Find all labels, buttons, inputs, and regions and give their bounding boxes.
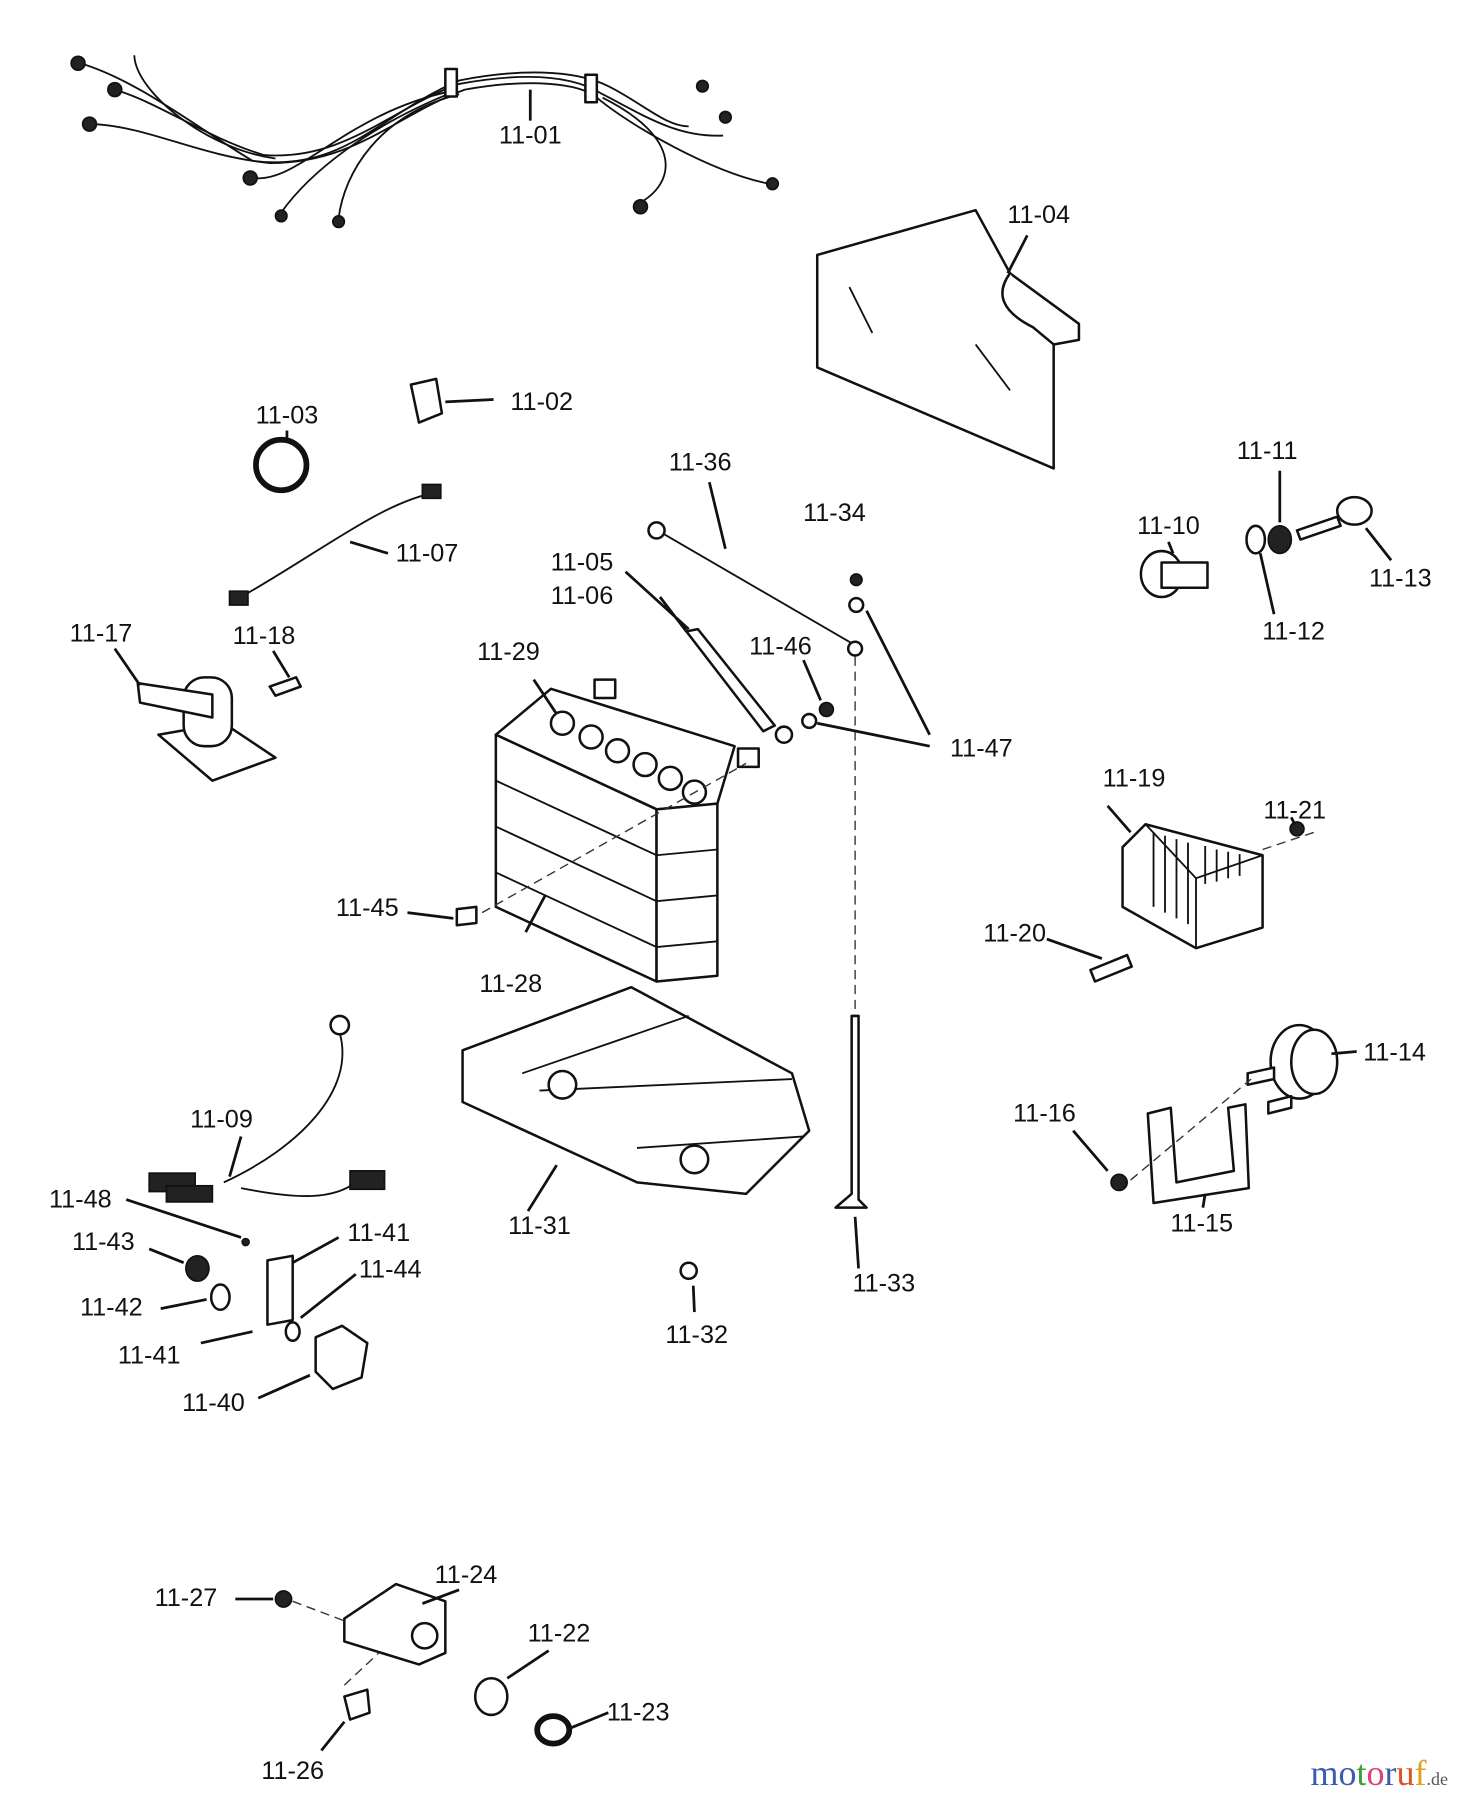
part-label: 11-03 <box>256 402 319 430</box>
terminal-nut <box>801 659 835 730</box>
part-label: 11-43 <box>72 1228 135 1256</box>
part-label: 11-16 <box>1013 1100 1076 1128</box>
part-label: 11-17 <box>70 620 133 648</box>
part-label: 11-27 <box>155 1584 218 1612</box>
part-label: 11-41 <box>347 1219 410 1247</box>
battery-cable <box>624 570 794 745</box>
part-label: 11-26 <box>261 1757 324 1785</box>
watermark-logo: motoruf.de <box>1310 1753 1448 1793</box>
part-label: 11-01 <box>499 122 562 150</box>
part-label: 11-28 <box>479 970 542 998</box>
battery <box>407 678 760 983</box>
part-label: 11-14 <box>1363 1039 1426 1067</box>
part-label: 11-46 <box>749 632 812 660</box>
part-label: 11-21 <box>1263 797 1326 825</box>
solenoid <box>113 647 302 782</box>
wiring-harness <box>70 55 780 229</box>
ground-cable <box>228 483 442 606</box>
part-label: 11-22 <box>528 1619 591 1647</box>
part-label: 11-13 <box>1369 565 1432 593</box>
part-label: 11-10 <box>1137 512 1200 540</box>
nut <box>679 1261 698 1313</box>
callout-labels: 11-01 11-04 11-02 11-03 11-36 11-34 11-11 11-10… <box>49 122 1432 1786</box>
part-label: 11-47 <box>950 735 1013 763</box>
switch-wiring <box>125 1014 386 1400</box>
part-label: 11-18 <box>233 622 296 650</box>
part-label: 11-23 <box>607 1699 670 1727</box>
part-label: 11-11 <box>1237 437 1298 465</box>
part-label: 11-15 <box>1170 1210 1233 1238</box>
part-label: 11-20 <box>983 919 1046 947</box>
part-label: 11-33 <box>852 1269 915 1297</box>
battery-tray <box>461 985 811 1212</box>
part-label: 11-12 <box>1262 617 1325 645</box>
part-label: 11-24 <box>435 1561 498 1589</box>
part-label: 11-06 <box>551 582 614 610</box>
part-label: 11-41 <box>118 1342 181 1370</box>
part-label: 11-29 <box>477 638 540 666</box>
clamp <box>253 430 310 494</box>
part-label: 11-32 <box>665 1321 728 1349</box>
gauge <box>1072 1023 1357 1208</box>
part-label: 11-44 <box>359 1256 422 1284</box>
part-label: 11-34 <box>803 499 866 527</box>
part-label: 11-36 <box>669 449 732 477</box>
nut-washer <box>816 573 931 748</box>
part-label: 11-40 <box>182 1389 245 1417</box>
bracket-assembly <box>235 1582 609 1752</box>
clip <box>409 377 494 424</box>
part-label: 11-45 <box>336 894 399 922</box>
part-label: 11-09 <box>190 1105 253 1133</box>
ignition-switch <box>1139 470 1393 615</box>
part-label: 11-48 <box>49 1186 112 1214</box>
part-label: 11-31 <box>508 1212 571 1240</box>
part-label: 11-07 <box>396 539 459 567</box>
part-label: 11-19 <box>1103 764 1166 792</box>
hold-down-rod <box>647 481 868 1269</box>
part-label: 11-42 <box>80 1294 143 1322</box>
part-label: 11-05 <box>551 549 614 577</box>
voltage-regulator <box>1046 804 1315 983</box>
battery-cover <box>815 208 1081 470</box>
part-label: 11-02 <box>510 388 573 416</box>
part-label: 11-04 <box>1007 201 1070 229</box>
